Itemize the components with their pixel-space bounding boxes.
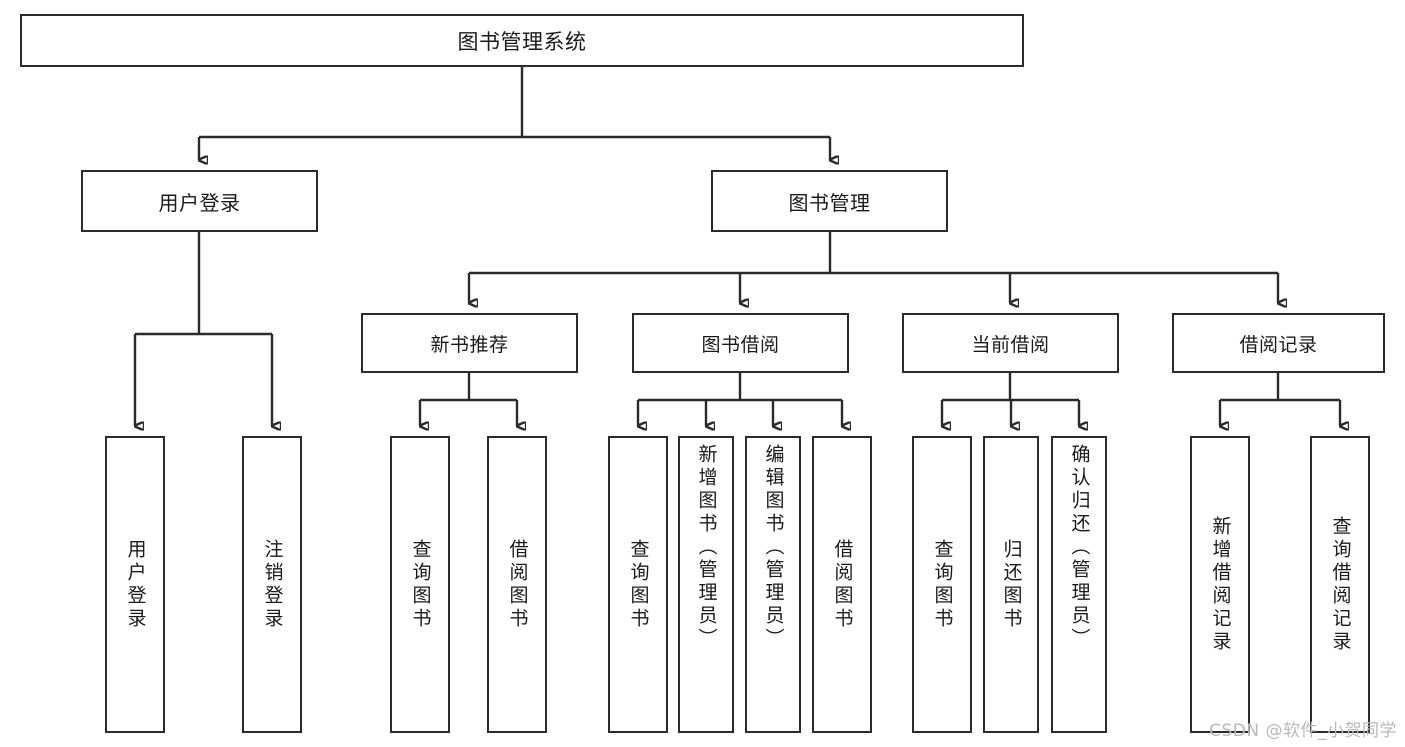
- leaf-user-login[interactable]: 用户登录: [105, 436, 165, 733]
- node-user-login[interactable]: 用户登录: [81, 170, 318, 232]
- leaf-borrow-book-recommend-label: 借阅图书: [506, 538, 529, 631]
- leaf-user-login-label: 用户登录: [124, 538, 147, 631]
- leaf-borrow-book[interactable]: 借阅图书: [812, 436, 872, 733]
- leaf-borrow-book-label: 借阅图书: [831, 538, 854, 631]
- leaf-user-logout-label: 注销登录: [261, 538, 284, 631]
- leaf-confirm-return-admin[interactable]: 确认归还（管理员）: [1051, 436, 1107, 733]
- node-book-borrow[interactable]: 图书借阅: [632, 313, 849, 373]
- leaf-query-borrow-record[interactable]: 查询借阅记录: [1310, 436, 1370, 733]
- node-new-book-recommend[interactable]: 新书推荐: [361, 313, 578, 373]
- node-current-borrow-label: 当前借阅: [971, 333, 1050, 356]
- watermark: CSDN @软件_小贺同学: [1209, 721, 1397, 741]
- node-book-management[interactable]: 图书管理: [711, 170, 948, 232]
- leaf-return-book-label: 归还图书: [1000, 538, 1023, 631]
- leaf-query-book-borrow[interactable]: 查询图书: [608, 436, 668, 733]
- leaf-query-book-current[interactable]: 查询图书: [912, 436, 972, 733]
- leaf-edit-book-admin[interactable]: 编辑图书（管理员）: [745, 436, 801, 733]
- leaf-add-book-admin[interactable]: 新增图书（管理员）: [678, 436, 734, 733]
- leaf-query-book-current-label: 查询图书: [931, 538, 954, 631]
- leaf-query-book-recommend-label: 查询图书: [409, 538, 432, 631]
- leaf-edit-book-admin-label: 编辑图书（管理员）: [762, 444, 785, 651]
- leaf-query-borrow-record-label: 查询借阅记录: [1329, 515, 1352, 654]
- node-borrow-record[interactable]: 借阅记录: [1172, 313, 1385, 373]
- node-borrow-record-label: 借阅记录: [1239, 333, 1318, 356]
- node-current-borrow[interactable]: 当前借阅: [902, 313, 1119, 373]
- node-root-label: 图书管理系统: [457, 29, 587, 54]
- leaf-confirm-return-admin-label: 确认归还（管理员）: [1068, 444, 1091, 651]
- leaf-query-book-borrow-label: 查询图书: [627, 538, 650, 631]
- leaf-return-book[interactable]: 归还图书: [983, 436, 1039, 733]
- node-new-book-recommend-label: 新书推荐: [430, 333, 509, 356]
- leaf-add-book-admin-label: 新增图书（管理员）: [695, 444, 718, 651]
- leaf-query-book-recommend[interactable]: 查询图书: [390, 436, 450, 733]
- leaf-user-logout[interactable]: 注销登录: [242, 436, 302, 733]
- node-user-login-label: 用户登录: [158, 190, 241, 215]
- node-book-management-label: 图书管理: [788, 190, 871, 215]
- node-book-borrow-label: 图书借阅: [701, 333, 780, 356]
- node-root[interactable]: 图书管理系统: [20, 14, 1024, 67]
- leaf-add-borrow-record[interactable]: 新增借阅记录: [1190, 436, 1250, 733]
- leaf-borrow-book-recommend[interactable]: 借阅图书: [487, 436, 547, 733]
- leaf-add-borrow-record-label: 新增借阅记录: [1209, 515, 1232, 654]
